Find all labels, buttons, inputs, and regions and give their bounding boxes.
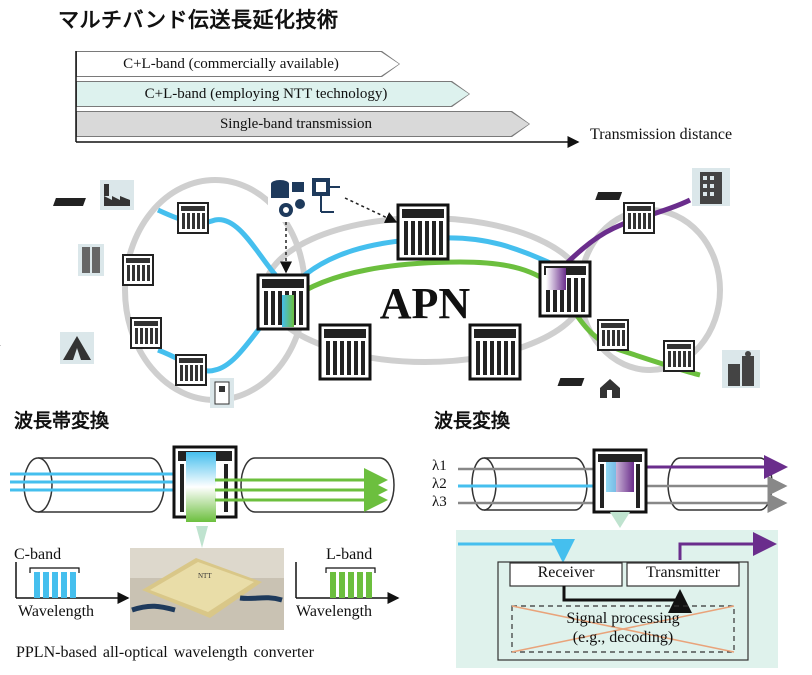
l-band-spectrum [295, 562, 400, 604]
network-label: APN [380, 279, 471, 328]
lambda-3-label: λ3 [432, 494, 447, 510]
bar-single: Single-band transmission [76, 111, 530, 137]
core-switch-bottom-right [468, 323, 522, 381]
transmitter-label: Transmitter [645, 564, 721, 581]
office-building-icon [692, 168, 730, 206]
bar-ntt-label: C+L-band (employing NTT technology) [144, 86, 388, 102]
core-switch-top [396, 203, 450, 261]
lambda-2-label: λ2 [432, 476, 447, 492]
band-conversion-diagram [10, 445, 395, 548]
terminal-device-4 [557, 378, 585, 386]
bar-commercial: C+L-band (commercially available) [76, 51, 400, 77]
signal-processing-example: (e.g., decoding) [572, 629, 674, 646]
terminal-device-1 [53, 198, 86, 206]
switch-node-7 [663, 340, 695, 372]
bar-ntt: C+L-band (employing NTT technology) [76, 81, 470, 107]
factory-icon [100, 180, 134, 210]
axis-label: Transmission distance [590, 126, 733, 143]
controller-icon [268, 172, 342, 222]
core-switch-bottom-left [318, 323, 372, 381]
tent-icon [60, 332, 94, 364]
core-switch-left [256, 273, 310, 331]
switch-node-2 [122, 254, 154, 286]
wavelength-conversion-diagram [458, 448, 788, 661]
band-conversion-title: 波長帯変換 [14, 410, 110, 432]
cyan-path-top [156, 207, 282, 282]
wavelength-conversion-title: 波長変換 [434, 410, 511, 432]
converter-caption: PPLN-based all-optical wavelength conver… [16, 644, 314, 661]
page-title: マルチバンド伝送長延化技術 [58, 8, 339, 32]
svg-text:NTT: NTT [198, 572, 212, 580]
hospital-icon [210, 378, 234, 408]
signal-processing-label: Signal processing [566, 610, 680, 627]
city-building-icon [722, 350, 760, 388]
switch-node-3 [130, 317, 162, 349]
core-switch-right [538, 260, 592, 318]
switch-node-5 [623, 202, 655, 234]
ppln-device-photo: NTT [130, 548, 284, 630]
house-icon [600, 379, 620, 398]
receiver-label: Receiver [537, 564, 595, 581]
switch-node-4 [175, 354, 207, 386]
c-band-spectrum [15, 562, 130, 604]
l-band-label: L-band [326, 546, 373, 563]
bar-single-label: Single-band transmission [219, 116, 373, 132]
switch-node-1 [177, 202, 209, 234]
wavelength-left-label: Wavelength [18, 603, 95, 620]
lambda-1-label: λ1 [432, 458, 447, 474]
c-band-label: C-band [14, 546, 62, 563]
wavelength-right-label: Wavelength [296, 603, 373, 620]
server-rack-icon [78, 244, 104, 276]
switch-node-6 [597, 319, 629, 351]
bar-commercial-label: C+L-band (commercially available) [123, 56, 339, 72]
terminal-device-3 [595, 192, 623, 200]
